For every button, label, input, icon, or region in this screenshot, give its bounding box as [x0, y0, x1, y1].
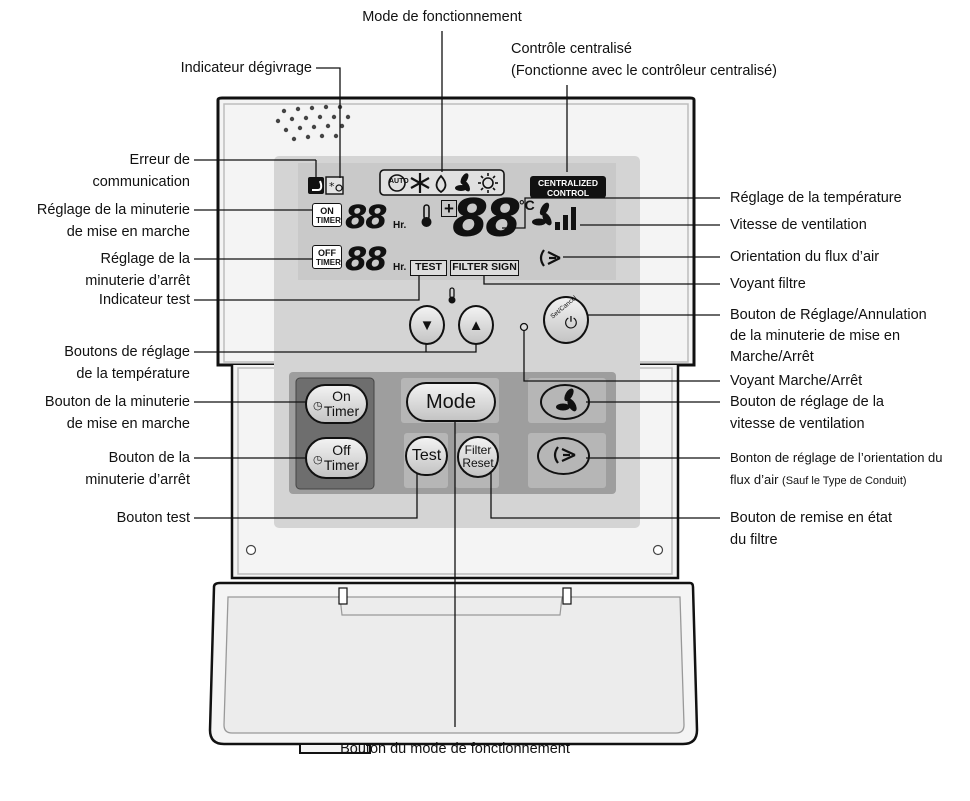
hinge-right [562, 587, 572, 605]
on-timer-digits: 88 [345, 198, 388, 236]
airflow-button-2a: flux d’air [730, 472, 783, 487]
temp-down-button[interactable]: ▼ [409, 305, 445, 345]
label-off-timer-button-1: Bouton de la [108, 450, 190, 466]
label-on-timer-button-1: Bouton de la minuterie [44, 394, 190, 410]
label-fan-button-2: vitesse de ventilation [730, 416, 865, 432]
chevron-down-icon: ▼ [419, 316, 435, 334]
label-filter-reset-2: du filtre [730, 532, 778, 548]
heat-mode-icon [478, 173, 498, 193]
label-power-lamp: Voyant Marche/Arrêt [730, 373, 863, 389]
off-timer-label-2: Timer [323, 457, 360, 473]
fan-speed-icon [532, 202, 576, 230]
label-off-timer-setting-1: Réglage de la [100, 251, 191, 267]
off-timer-label-1: Off [332, 442, 351, 458]
label-off-timer-button-2: minuterie d’arrêt [85, 472, 190, 488]
svg-text:*: * [329, 180, 335, 193]
cool-mode-icon [410, 173, 430, 193]
label-temp-buttons-2: de la température [76, 366, 190, 382]
centralized-line-2: CONTROL [546, 188, 590, 198]
on-label: ON [320, 206, 334, 216]
timer-label-off: TIMER [316, 258, 341, 267]
hinge-left [338, 587, 348, 605]
label-defrost: Indicateur dégivrage [180, 60, 312, 76]
on-timer-button[interactable]: ◷ On Timer [305, 384, 368, 424]
off-timer-badge: OFF TIMER [312, 245, 342, 269]
label-airflow-button-2: flux d’air (Sauf le Type de Conduit) [730, 469, 907, 492]
defrost-icon [325, 176, 344, 195]
timer-label-on: TIMER [316, 216, 341, 225]
label-set-cancel-3: Marche/Arrêt [730, 349, 814, 365]
label-set-cancel-2: de la minuterie de mise en [730, 328, 901, 344]
label-on-timer-button-2: de mise en marche [66, 416, 190, 432]
label-test-indicator: Indicateur test [98, 292, 190, 308]
label-mode: Mode de fonctionnement [362, 9, 522, 25]
label-off-timer-setting-2: minuterie d’arrêt [85, 273, 190, 289]
temp-hint-icon [448, 287, 456, 304]
airflow-button[interactable] [537, 437, 590, 475]
label-central-2: (Fonctionne avec le contrôleur centralis… [511, 63, 777, 79]
label-comm-error-2: communication [92, 174, 190, 190]
chevron-up-icon: ▲ [468, 316, 484, 334]
label-airflow-direction: Orientation du flux d’air [730, 249, 880, 265]
test-indicator: TEST [410, 260, 447, 276]
label-airflow-button-1: Bonton de réglage de l’orientation du [730, 450, 943, 465]
filter-sign-indicator: FILTER SIGN [450, 260, 519, 276]
label-on-timer-setting-1: Réglage de la minuterie [36, 202, 190, 218]
label-on-timer-setting-2: de mise en marche [66, 224, 190, 240]
label-set-cancel-1: Bouton de Réglage/Annulation [730, 307, 927, 323]
mode-button-label: Mode [425, 390, 477, 413]
power-icon: ⏻ [564, 315, 578, 332]
test-button[interactable]: Test [405, 436, 448, 476]
temp-up-button[interactable]: ▲ [458, 305, 494, 345]
cover-inner [223, 596, 685, 734]
power-lamp [519, 322, 529, 332]
filter-reset-button[interactable]: Filter Reset [457, 436, 499, 478]
airflow-button-2b: (Sauf le Type de Conduit) [782, 475, 907, 487]
speaker-grille [275, 104, 351, 142]
off-label: OFF [318, 248, 336, 258]
dry-mode-icon [435, 174, 447, 194]
airflow-direction-icon [539, 249, 561, 267]
plus-minus-indicator: + [441, 200, 457, 217]
on-timer-badge: ON TIMER [312, 203, 342, 227]
off-timer-hr: Hr. [393, 262, 407, 273]
label-temp-setting: Réglage de la température [730, 190, 902, 206]
cover-tab [299, 743, 371, 754]
screw-left [245, 544, 257, 556]
mode-button[interactable]: Mode [406, 382, 496, 422]
clock-icon: ◷ [313, 454, 323, 466]
on-timer-label-1: On [332, 388, 351, 404]
label-fan-button-1: Bouton de réglage de la [730, 394, 884, 410]
label-temp-buttons-1: Boutons de réglage [64, 344, 190, 360]
fan-mode-icon [455, 173, 470, 192]
clock-icon: ◷ [313, 400, 323, 412]
label-central-1: Contrôle centralisé [511, 41, 632, 57]
set-cancel-button[interactable]: Set/Cancel ⏻ [543, 295, 589, 344]
label-filter-lamp: Voyant filtre [730, 276, 806, 292]
label-filter-reset-1: Bouton de remise en état [730, 510, 893, 526]
auto-mode-icon [388, 174, 406, 192]
on-timer-hr: Hr. [393, 220, 407, 231]
auto-label: AUTO [389, 178, 409, 185]
centralized-control-badge: CENTRALIZED CONTROL [530, 176, 606, 198]
label-comm-error-1: Erreur de [129, 152, 190, 168]
test-button-label: Test [411, 447, 442, 464]
label-fan-speed: Vitesse de ventilation [730, 217, 867, 233]
on-timer-label-2: Timer [323, 403, 360, 419]
filter-label-2: Reset [462, 456, 494, 470]
label-test-button: Bouton test [116, 510, 190, 526]
centralized-line-1: CENTRALIZED [538, 178, 598, 188]
off-timer-digits: 88 [345, 240, 388, 278]
label-mode-button: Bouton du mode de fonctionnement [340, 741, 570, 757]
fan-speed-button[interactable] [540, 384, 590, 420]
off-timer-button[interactable]: ◷ Off Timer [305, 437, 368, 479]
screw-right [652, 544, 664, 556]
thermometer-icon [421, 204, 432, 227]
filter-label-1: Filter [464, 443, 492, 457]
celsius-unit: °C [519, 197, 535, 213]
temperature-digits: 88 [452, 189, 521, 249]
